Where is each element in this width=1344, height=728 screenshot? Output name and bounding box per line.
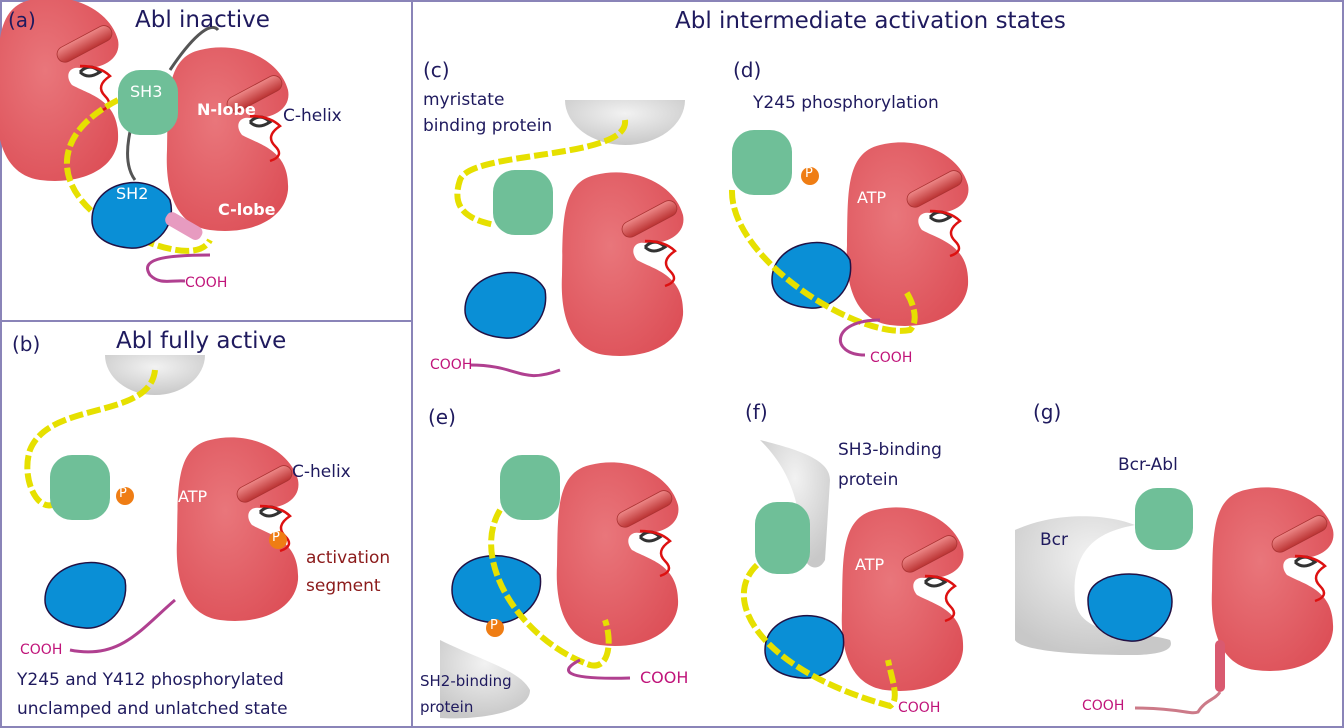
panel-b-title: Abl fully active	[116, 328, 287, 354]
c-helix-label-b: C-helix	[292, 462, 351, 482]
bcr-label: Bcr	[1040, 530, 1068, 550]
panel-c-desc-1: myristate	[423, 90, 505, 110]
kinase-domain	[0, 0, 119, 181]
phospho-label-e: P	[490, 618, 498, 633]
c-terminal-helix-a	[165, 212, 203, 240]
panel-b-caption-2: unclamped and unlatched state	[17, 699, 288, 719]
panel-f-letter: (f)	[745, 400, 768, 424]
atp-icon	[78, 65, 103, 78]
sh3-domain-b	[50, 455, 110, 520]
sh3-domain-a	[118, 70, 178, 135]
myristoyl-chain-c	[454, 119, 628, 228]
cooh-label-f: COOH	[898, 700, 941, 716]
cooh-tail-c	[469, 363, 561, 378]
cooh-tail-a	[146, 253, 211, 283]
c-terminal-helix-g	[1215, 640, 1225, 692]
sh2-domain-f	[764, 614, 845, 679]
sh2-domain-b	[44, 561, 127, 629]
cooh-label-g: COOH	[1082, 698, 1125, 714]
panel-e-desc-1: SH2-binding	[420, 672, 512, 690]
sh2-label-a: SH2	[116, 184, 149, 203]
atp-label-b: ATP	[178, 487, 208, 506]
panel-c-letter: (c)	[423, 58, 450, 82]
panel-f-desc-1: SH3-binding	[838, 440, 942, 460]
myristoyl-chain-b	[24, 369, 158, 509]
panel-a-title: Abl inactive	[135, 7, 270, 33]
cooh-label-c: COOH	[430, 357, 473, 373]
activation-segment-label-1: activation	[306, 548, 391, 568]
panel-c-desc-2: binding protein	[423, 116, 553, 136]
bcr-domain	[1015, 516, 1171, 655]
cooh-tail-g	[1134, 691, 1222, 715]
phospho-label-d: P	[805, 166, 813, 181]
phospho-label-b1: P	[119, 486, 127, 501]
phospho-y245-icon	[116, 487, 134, 505]
sh2-domain-c	[464, 271, 547, 339]
activation-segment-label-2: segment	[306, 576, 381, 596]
cooh-label-a: COOH	[185, 275, 228, 291]
panel-b-letter: (b)	[12, 332, 41, 356]
atp-label-f: ATP	[855, 555, 885, 574]
panel-d-letter: (d)	[733, 58, 762, 82]
panel-a-letter: (a)	[8, 8, 36, 32]
myristoyl-chain-e	[488, 508, 612, 669]
sh2-domain-e	[451, 554, 542, 624]
phospho-y245-icon-d	[801, 167, 819, 185]
atp-label-d: ATP	[857, 188, 887, 207]
panel-d-desc: Y245 phosphorylation	[753, 93, 939, 113]
panel-b-caption-1: Y245 and Y412 phosphorylated	[17, 670, 284, 690]
sh3-domain-e	[500, 455, 560, 520]
sh3-label-a: SH3	[130, 82, 163, 101]
panel-f-desc-2: protein	[838, 470, 899, 490]
sh2-binding-protein-e	[440, 640, 530, 719]
cooh-tail-e	[567, 658, 631, 680]
myristoyl-chain-f	[740, 562, 898, 710]
bcr-abl-label: Bcr-Abl	[1118, 455, 1178, 475]
cooh-label-e: COOH	[640, 668, 689, 687]
sh3-domain-d	[732, 130, 792, 195]
myristoyl-chain-d	[728, 189, 918, 334]
cooh-label-d: COOH	[870, 350, 913, 366]
sh3-binding-protein-f	[760, 440, 830, 568]
c-helix-label-a: C-helix	[283, 106, 342, 126]
phospho-label-b2: P	[272, 530, 280, 545]
sh3-domain-g	[1135, 488, 1193, 550]
myristoyl-chain-a	[63, 97, 213, 254]
panel-g-letter: (g)	[1033, 400, 1062, 424]
sh2-domain-g	[1087, 573, 1173, 642]
panel-e-letter: (e)	[428, 405, 456, 429]
n-lobe-label: N-lobe	[197, 100, 256, 119]
c-helix-icon	[56, 25, 113, 63]
intermediate-title: Abl intermediate activation states	[675, 8, 1066, 34]
sh2-domain-d	[771, 241, 852, 309]
cooh-tail-d	[838, 318, 881, 357]
sh3-domain-c	[493, 170, 553, 235]
cooh-label-b: COOH	[20, 642, 63, 658]
phospho-y412-icon	[269, 531, 287, 549]
panel-e-desc-2: protein	[420, 698, 474, 716]
linker-a2	[168, 26, 220, 71]
cooh-tail-b	[69, 598, 176, 654]
sh3-domain-f	[755, 502, 810, 574]
c-lobe-label: C-lobe	[218, 200, 276, 219]
phospho-icon-e	[486, 619, 504, 637]
